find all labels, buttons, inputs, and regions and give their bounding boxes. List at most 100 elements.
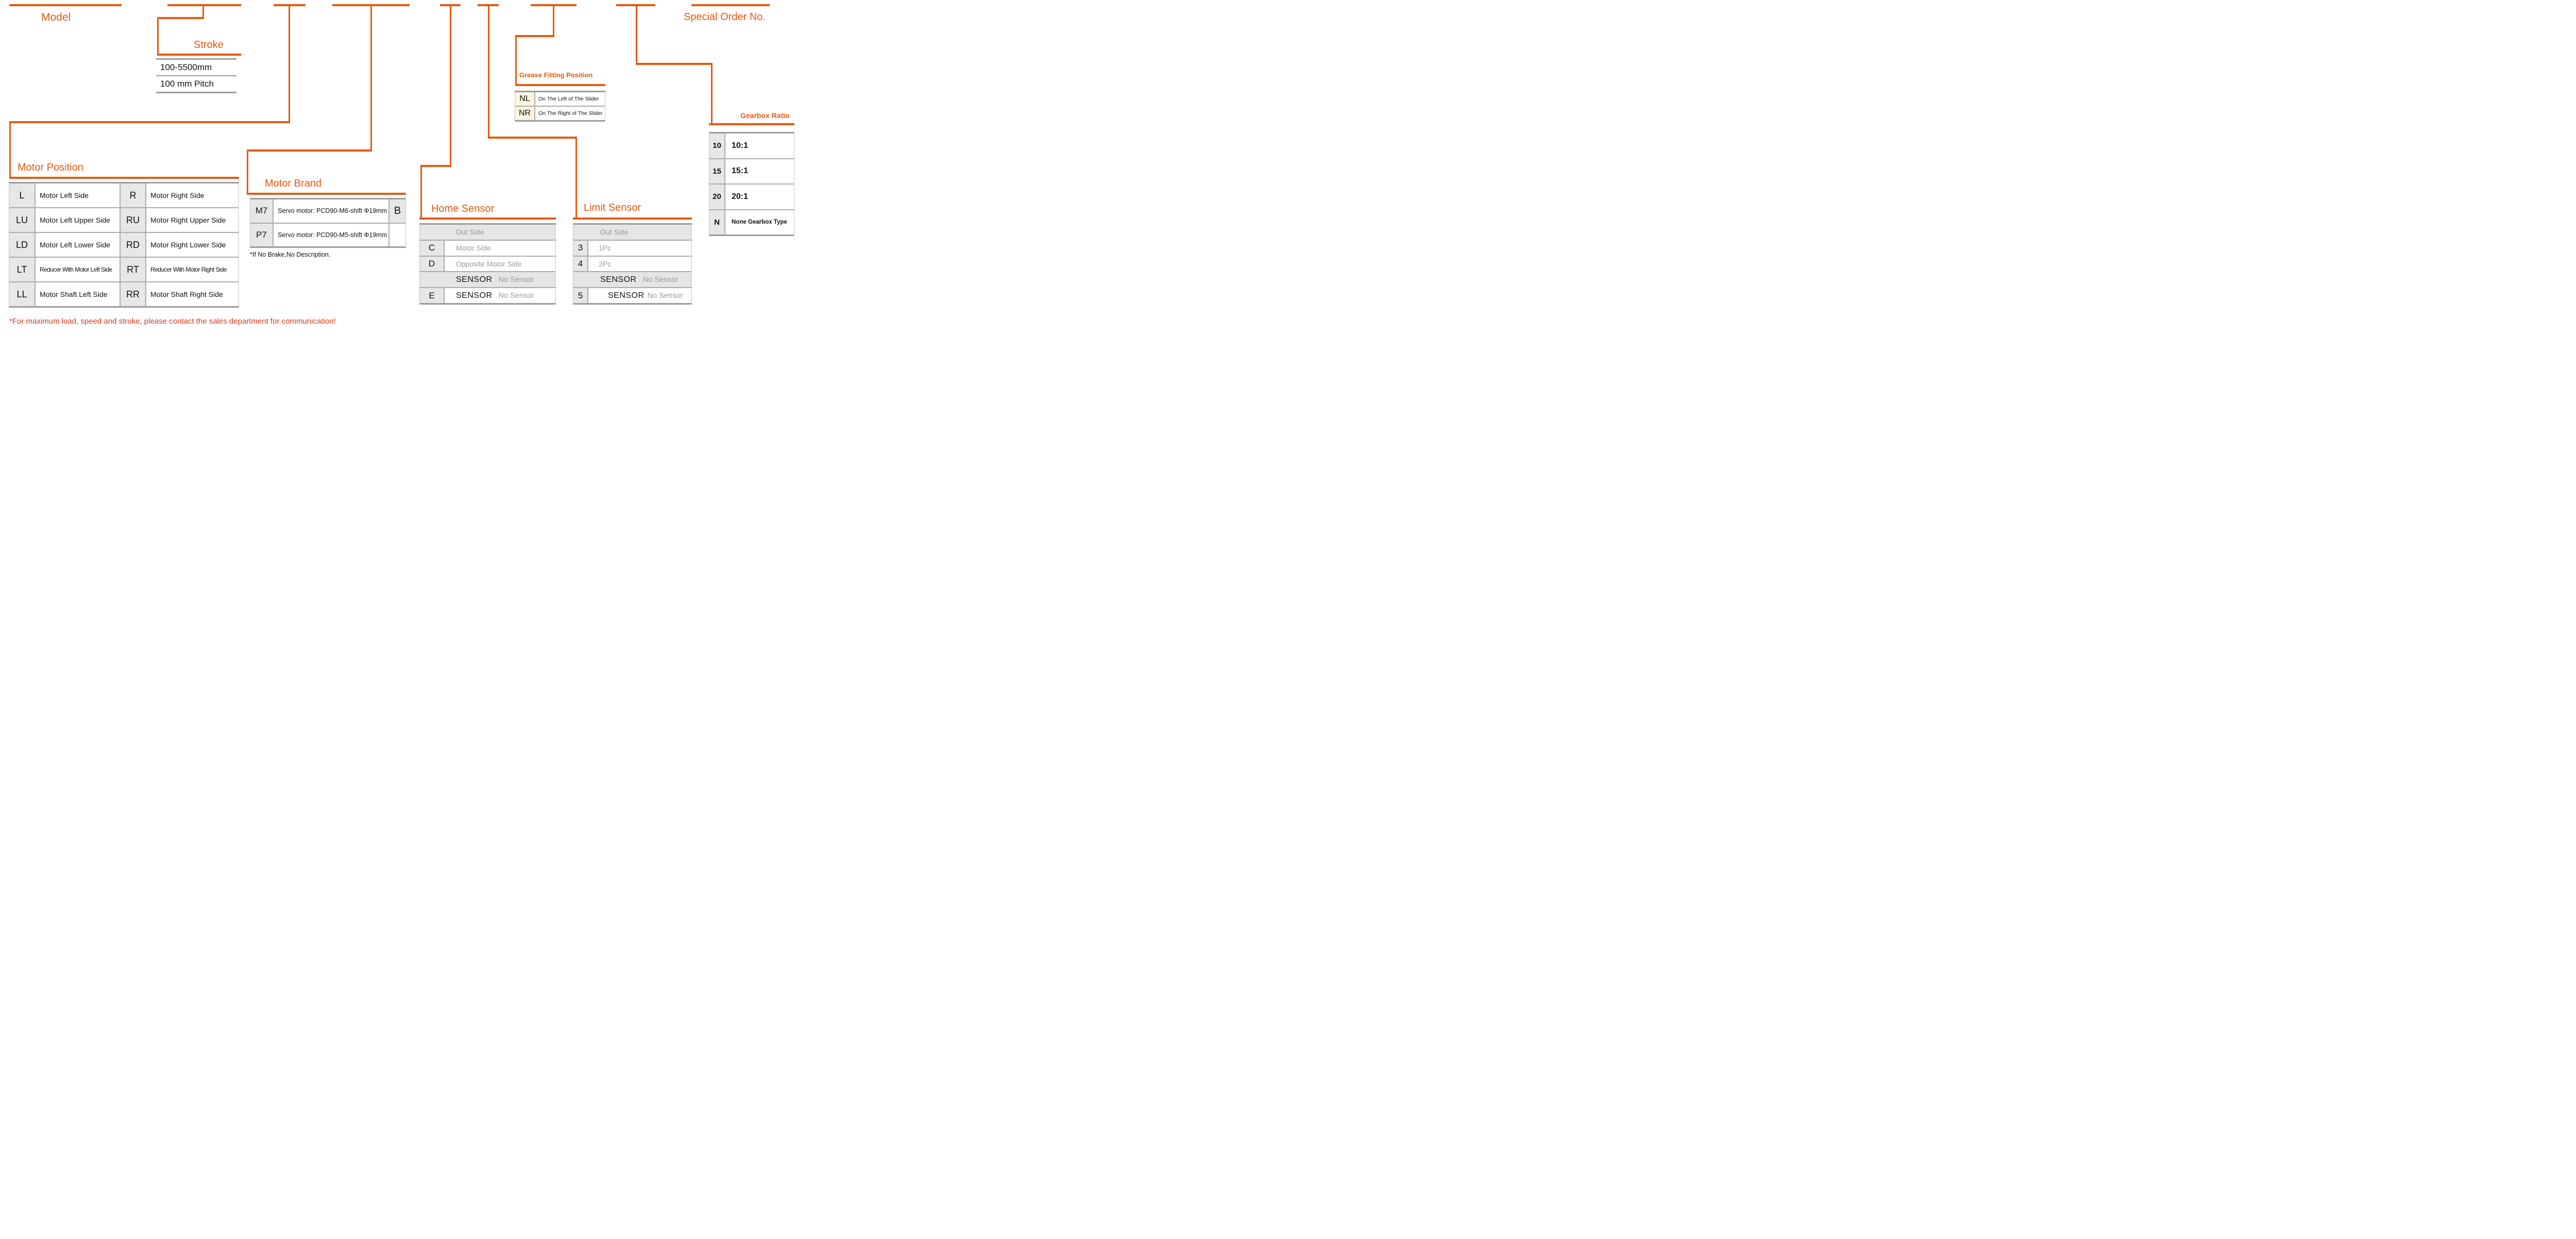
sensor-value: No Sensor	[498, 291, 534, 300]
table-row: 15 15:1	[709, 159, 794, 185]
option-cell: 15:1	[732, 166, 749, 176]
code-cell: RU	[121, 208, 146, 232]
stroke-range: 100-5500mm	[160, 62, 212, 72]
leader-grease	[515, 37, 517, 84]
table-row: LD Motor Left Lower Side RD Motor Right …	[9, 233, 239, 258]
limit-sensor-heading: Limit Sensor	[584, 202, 641, 213]
segment-bar-grease	[531, 4, 577, 6]
desc-cell: Servo motor: PCD90-M5-shift Φ19mm	[274, 223, 389, 246]
stroke-pitch: 100 mm Pitch	[160, 79, 214, 89]
leader-grease	[553, 6, 554, 35]
gearbox-heading: Gearbox Ratio	[740, 111, 790, 120]
table-row: 3 1Pc	[573, 240, 691, 257]
divider	[156, 58, 236, 60]
desc-cell: Motor Shaft Left Side	[36, 282, 121, 306]
table-row: Out Side	[573, 225, 691, 241]
sensor-label: SENSOR	[456, 291, 493, 300]
motor-brand-table: M7 Servo motor: PCD90-M6-shift Φ19mm B P…	[250, 198, 406, 248]
leader-home-sensor	[450, 6, 451, 165]
code-cell: M7	[250, 199, 274, 223]
leader-gearbox-underline	[709, 123, 794, 125]
leader-stroke-underline	[157, 54, 241, 56]
leader-stroke	[157, 19, 159, 54]
code-cell: 20	[709, 185, 725, 209]
home-sensor-heading: Home Sensor	[431, 203, 495, 214]
code-cell: 3	[573, 240, 588, 256]
special-order-heading: Special Order No.	[684, 11, 766, 23]
code-cell: LD	[9, 233, 36, 257]
table-row: LU Motor Left Upper Side RU Motor Right …	[9, 208, 239, 233]
segment-bar-home-sensor	[440, 4, 461, 6]
table-row: Out Side	[420, 225, 555, 241]
segment-bar-gearbox	[616, 4, 655, 6]
table-row: 10 10:1	[709, 133, 794, 159]
leader-limit-sensor	[575, 139, 577, 217]
stroke-heading: Stroke	[194, 39, 224, 51]
option-cell: Out Side	[456, 228, 484, 237]
stroke-list: 100-5500mm 100 mm Pitch	[156, 58, 236, 93]
table-row: 5 SENSOR No Sensor	[573, 288, 691, 303]
leader-motor-position	[289, 6, 290, 121]
table-row: SENSOR No Sensor	[573, 272, 691, 289]
table-row: P7 Servo motor: PCD90-M5-shift Φ19mm	[250, 223, 405, 246]
table-row: NL On The Left of The Slider	[515, 92, 605, 107]
code-cell: NR	[515, 107, 535, 120]
option-cell: Opposite Motor Side	[456, 259, 522, 268]
desc-cell: Reducer With Motor Right Side	[150, 266, 227, 273]
code-cell: LL	[9, 282, 36, 306]
table-row: E SENSOR No Sensor	[420, 288, 555, 303]
model-heading: Model	[41, 11, 71, 23]
leader-grease	[515, 35, 554, 37]
code-cell: 4	[573, 256, 588, 272]
gearbox-ratio-table: 10 10:1 15 15:1 20 20:1 N None Gearbox T…	[709, 132, 794, 236]
limit-sensor-table: Out Side 3 1Pc 4 2Pc SENSOR No Sensor 5 …	[573, 223, 692, 305]
leader-motor-position	[9, 121, 290, 123]
sensor-label: SENSOR	[608, 291, 645, 300]
table-row: M7 Servo motor: PCD90-M6-shift Φ19mm B	[250, 199, 405, 224]
option-cell: None Gearbox Type	[732, 219, 787, 226]
brake-suffix-cell: B	[389, 199, 405, 223]
desc-cell: Motor Right Lower Side	[150, 241, 226, 249]
code-cell: D	[420, 256, 445, 272]
code-cell: RD	[121, 233, 146, 257]
leader-home-sensor	[420, 165, 451, 167]
table-row: D Opposite Motor Side	[420, 256, 555, 273]
code-cell: E	[420, 288, 445, 303]
code-cell: NL	[515, 92, 535, 106]
leader-gearbox	[636, 63, 713, 65]
desc-cell: Reducer With Motor Left Side	[36, 258, 121, 281]
leader-limit-sensor-underline	[573, 217, 692, 220]
option-cell: 20:1	[732, 192, 749, 201]
motor-position-table: L Motor Left Side R Motor Right Side LU …	[9, 182, 239, 308]
table-row: 20 20:1	[709, 185, 794, 210]
code-cell: LU	[9, 208, 36, 232]
grease-fitting-table: NL On The Left of The Slider NR On The R…	[515, 91, 605, 122]
leader-motor-brand	[247, 149, 372, 152]
code-cell: RT	[121, 258, 146, 281]
segment-bar-stroke	[167, 4, 241, 6]
home-sensor-table: Out Side C Motor Side D Opposite Motor S…	[419, 223, 556, 305]
option-cell: Out Side	[600, 228, 629, 237]
motor-position-heading: Motor Position	[18, 162, 83, 173]
table-row: 4 2Pc	[573, 256, 691, 273]
option-cell: On The Right of The Slider	[538, 110, 603, 116]
table-row: LT Reducer With Motor Left Side RT Reduc…	[9, 258, 239, 282]
desc-cell: Motor Left Side	[36, 183, 121, 207]
leader-stroke	[157, 17, 204, 19]
code-cell: LT	[9, 258, 36, 281]
leader-limit-sensor	[488, 6, 489, 137]
leader-gearbox	[636, 6, 637, 63]
code-cell: N	[709, 210, 725, 235]
table-row: NR On The Right of The Slider	[515, 107, 605, 120]
leader-limit-sensor	[488, 137, 577, 139]
table-row: SENSOR No Sensor	[420, 272, 555, 289]
leader-home-sensor	[420, 167, 422, 217]
motor-brand-note: *If No Brake,No Description.	[250, 251, 331, 258]
sensor-value: No Sensor	[647, 291, 683, 300]
option-cell: 10:1	[732, 141, 749, 150]
table-row: C Motor Side	[420, 240, 555, 257]
leader-motor-brand	[247, 152, 248, 193]
table-row: N None Gearbox Type	[709, 210, 794, 235]
sensor-value: No Sensor	[642, 275, 679, 284]
desc-cell: Motor Right Side	[150, 191, 205, 199]
